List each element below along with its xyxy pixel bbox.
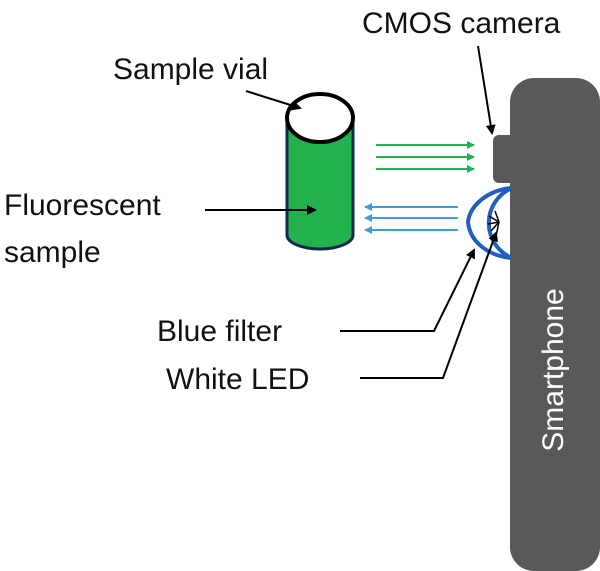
sparkle-icon <box>487 210 500 237</box>
label-sample-vial: Sample vial <box>113 53 268 86</box>
smartphone-label: Smartphone <box>537 288 570 451</box>
leader-sample-vial <box>245 90 302 111</box>
vial-body <box>285 116 355 251</box>
sample-vial <box>285 92 355 251</box>
cmos-camera-module <box>493 135 521 183</box>
excitation-arrows <box>364 203 458 234</box>
leader-blue-filter <box>340 248 475 332</box>
label-cmos-camera: CMOS camera <box>362 7 561 40</box>
leader-cmos-camera <box>477 45 496 135</box>
label-white-led: White LED <box>166 363 309 396</box>
smartphone-body <box>510 78 600 571</box>
blue-filter-arc-outer <box>465 186 513 260</box>
label-fluorescent-line2: sample <box>4 236 101 269</box>
leader-white-led <box>360 231 498 379</box>
emission-arrows <box>376 141 475 173</box>
blue-filter-arc <box>486 186 513 260</box>
vial-cap <box>285 92 355 144</box>
label-fluorescent-line1: Fluorescent <box>4 189 161 222</box>
label-blue-filter: Blue filter <box>157 315 282 348</box>
